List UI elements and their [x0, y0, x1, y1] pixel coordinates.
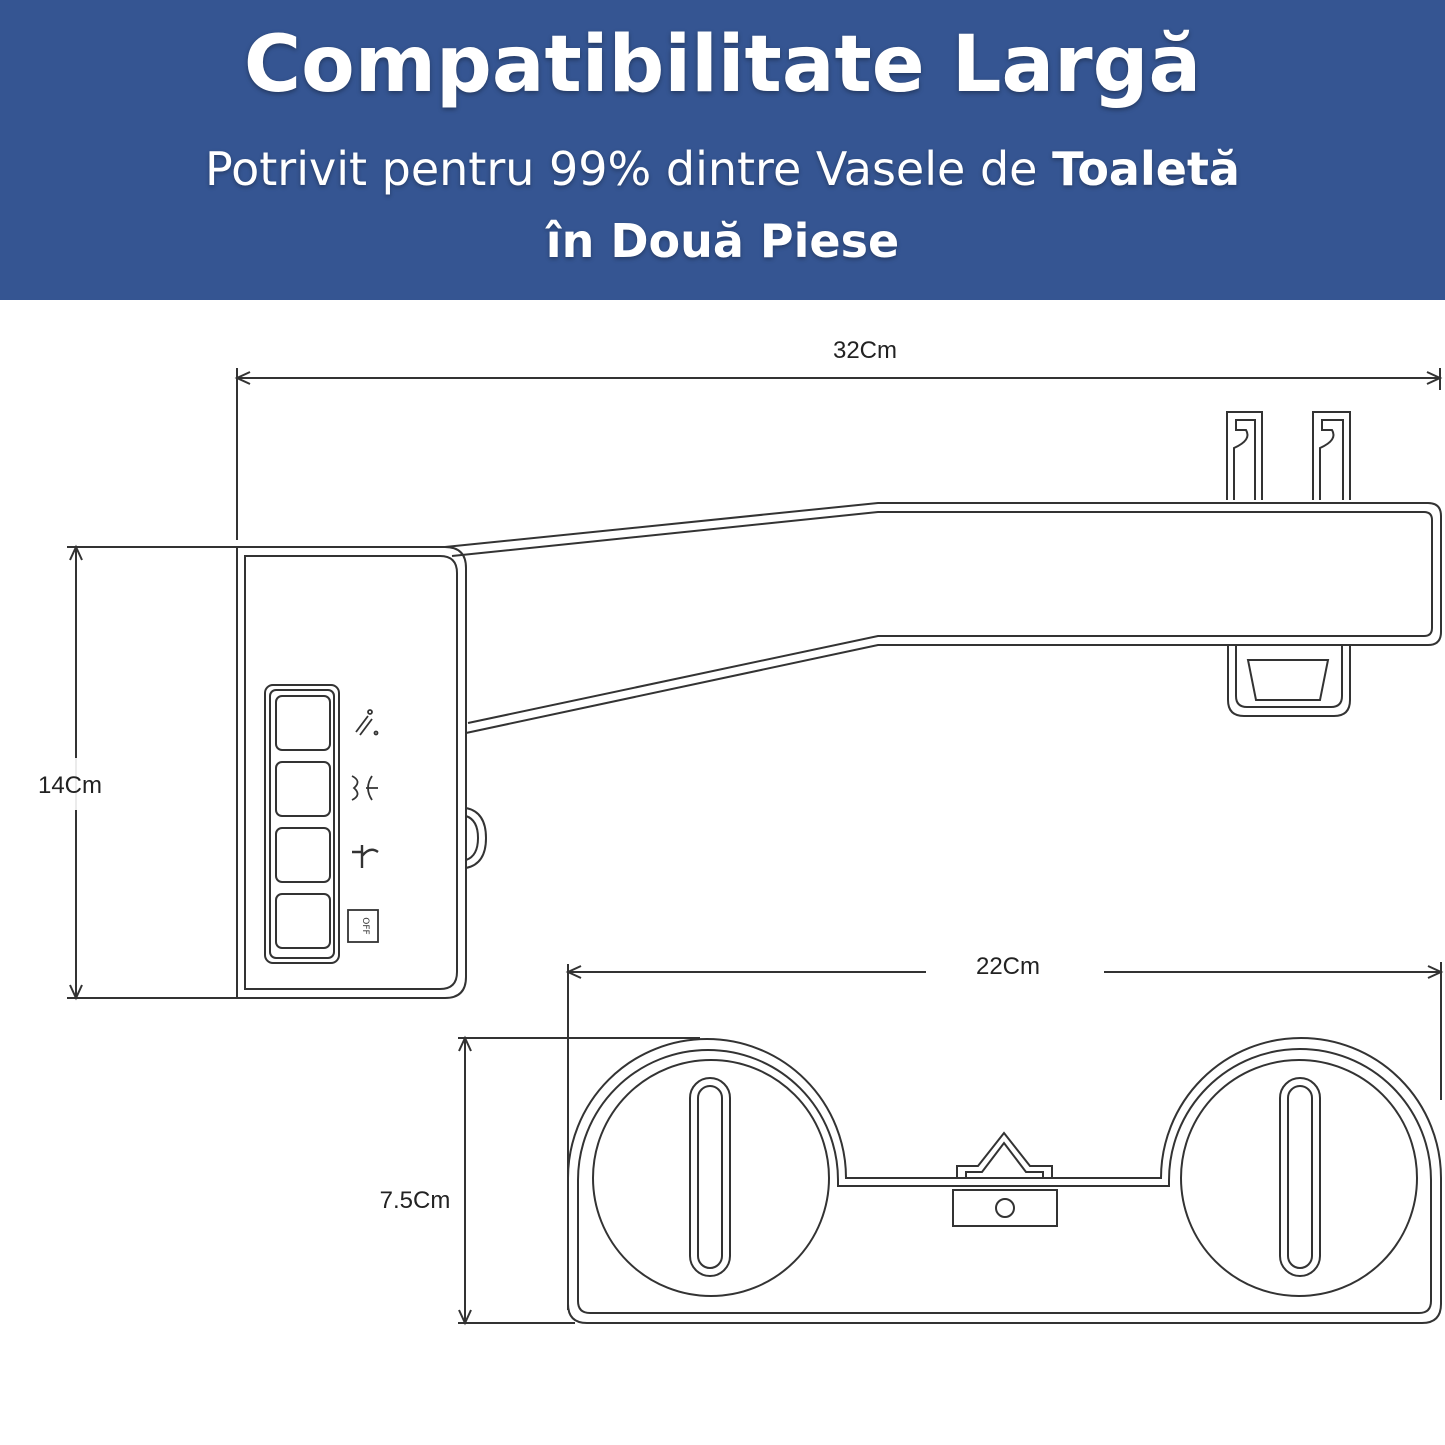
- subtitle-line-1: Potrivit pentru 99% dintre Vasele de Toa…: [0, 142, 1445, 196]
- arm-outline: [444, 502, 1442, 734]
- panel-button-2: [275, 761, 331, 817]
- dimension-label-length: 32Cm: [833, 337, 897, 364]
- button-panel: [264, 684, 340, 964]
- nozzle-clean-icon: [352, 845, 379, 868]
- rear-wash-icon: [355, 709, 379, 736]
- dimension-line-length: [234, 368, 1443, 540]
- top-view-outline: [567, 1037, 1442, 1324]
- page-title: Compatibilitate Largă: [243, 20, 1202, 110]
- knob-left: [592, 1059, 830, 1297]
- header-banner: Compatibilitate Largă Potrivit pentru 99…: [0, 0, 1445, 300]
- panel-button-4: [275, 893, 331, 949]
- off-label: OFF: [360, 917, 370, 934]
- knob-right: [1180, 1059, 1418, 1297]
- mount-clip-left: [1226, 411, 1263, 500]
- mount-clip-bottom: [1227, 646, 1351, 717]
- dimension-label-width: 22Cm: [976, 953, 1040, 980]
- panel-button-1: [275, 695, 331, 751]
- dimension-label-depth: 7.5Cm: [380, 1187, 451, 1214]
- subtitle-bold: Toaletă: [1052, 142, 1240, 196]
- top-view: [567, 1037, 1442, 1324]
- off-icon: [347, 909, 379, 943]
- mount-clip-right: [1312, 411, 1351, 500]
- center-connector: [952, 1131, 1058, 1227]
- subtitle-text: Potrivit pentru 99% dintre Vasele de: [205, 142, 1053, 196]
- side-knob: [465, 807, 488, 869]
- panel-button-3: [275, 827, 331, 883]
- front-wash-icon: [351, 775, 378, 801]
- side-view: [236, 411, 1442, 999]
- dimension-line-depth: [458, 1035, 700, 1326]
- control-body: [236, 546, 467, 999]
- dimension-label-height: 14Cm: [38, 772, 102, 799]
- subtitle-line-2: în Două Piese: [545, 214, 900, 268]
